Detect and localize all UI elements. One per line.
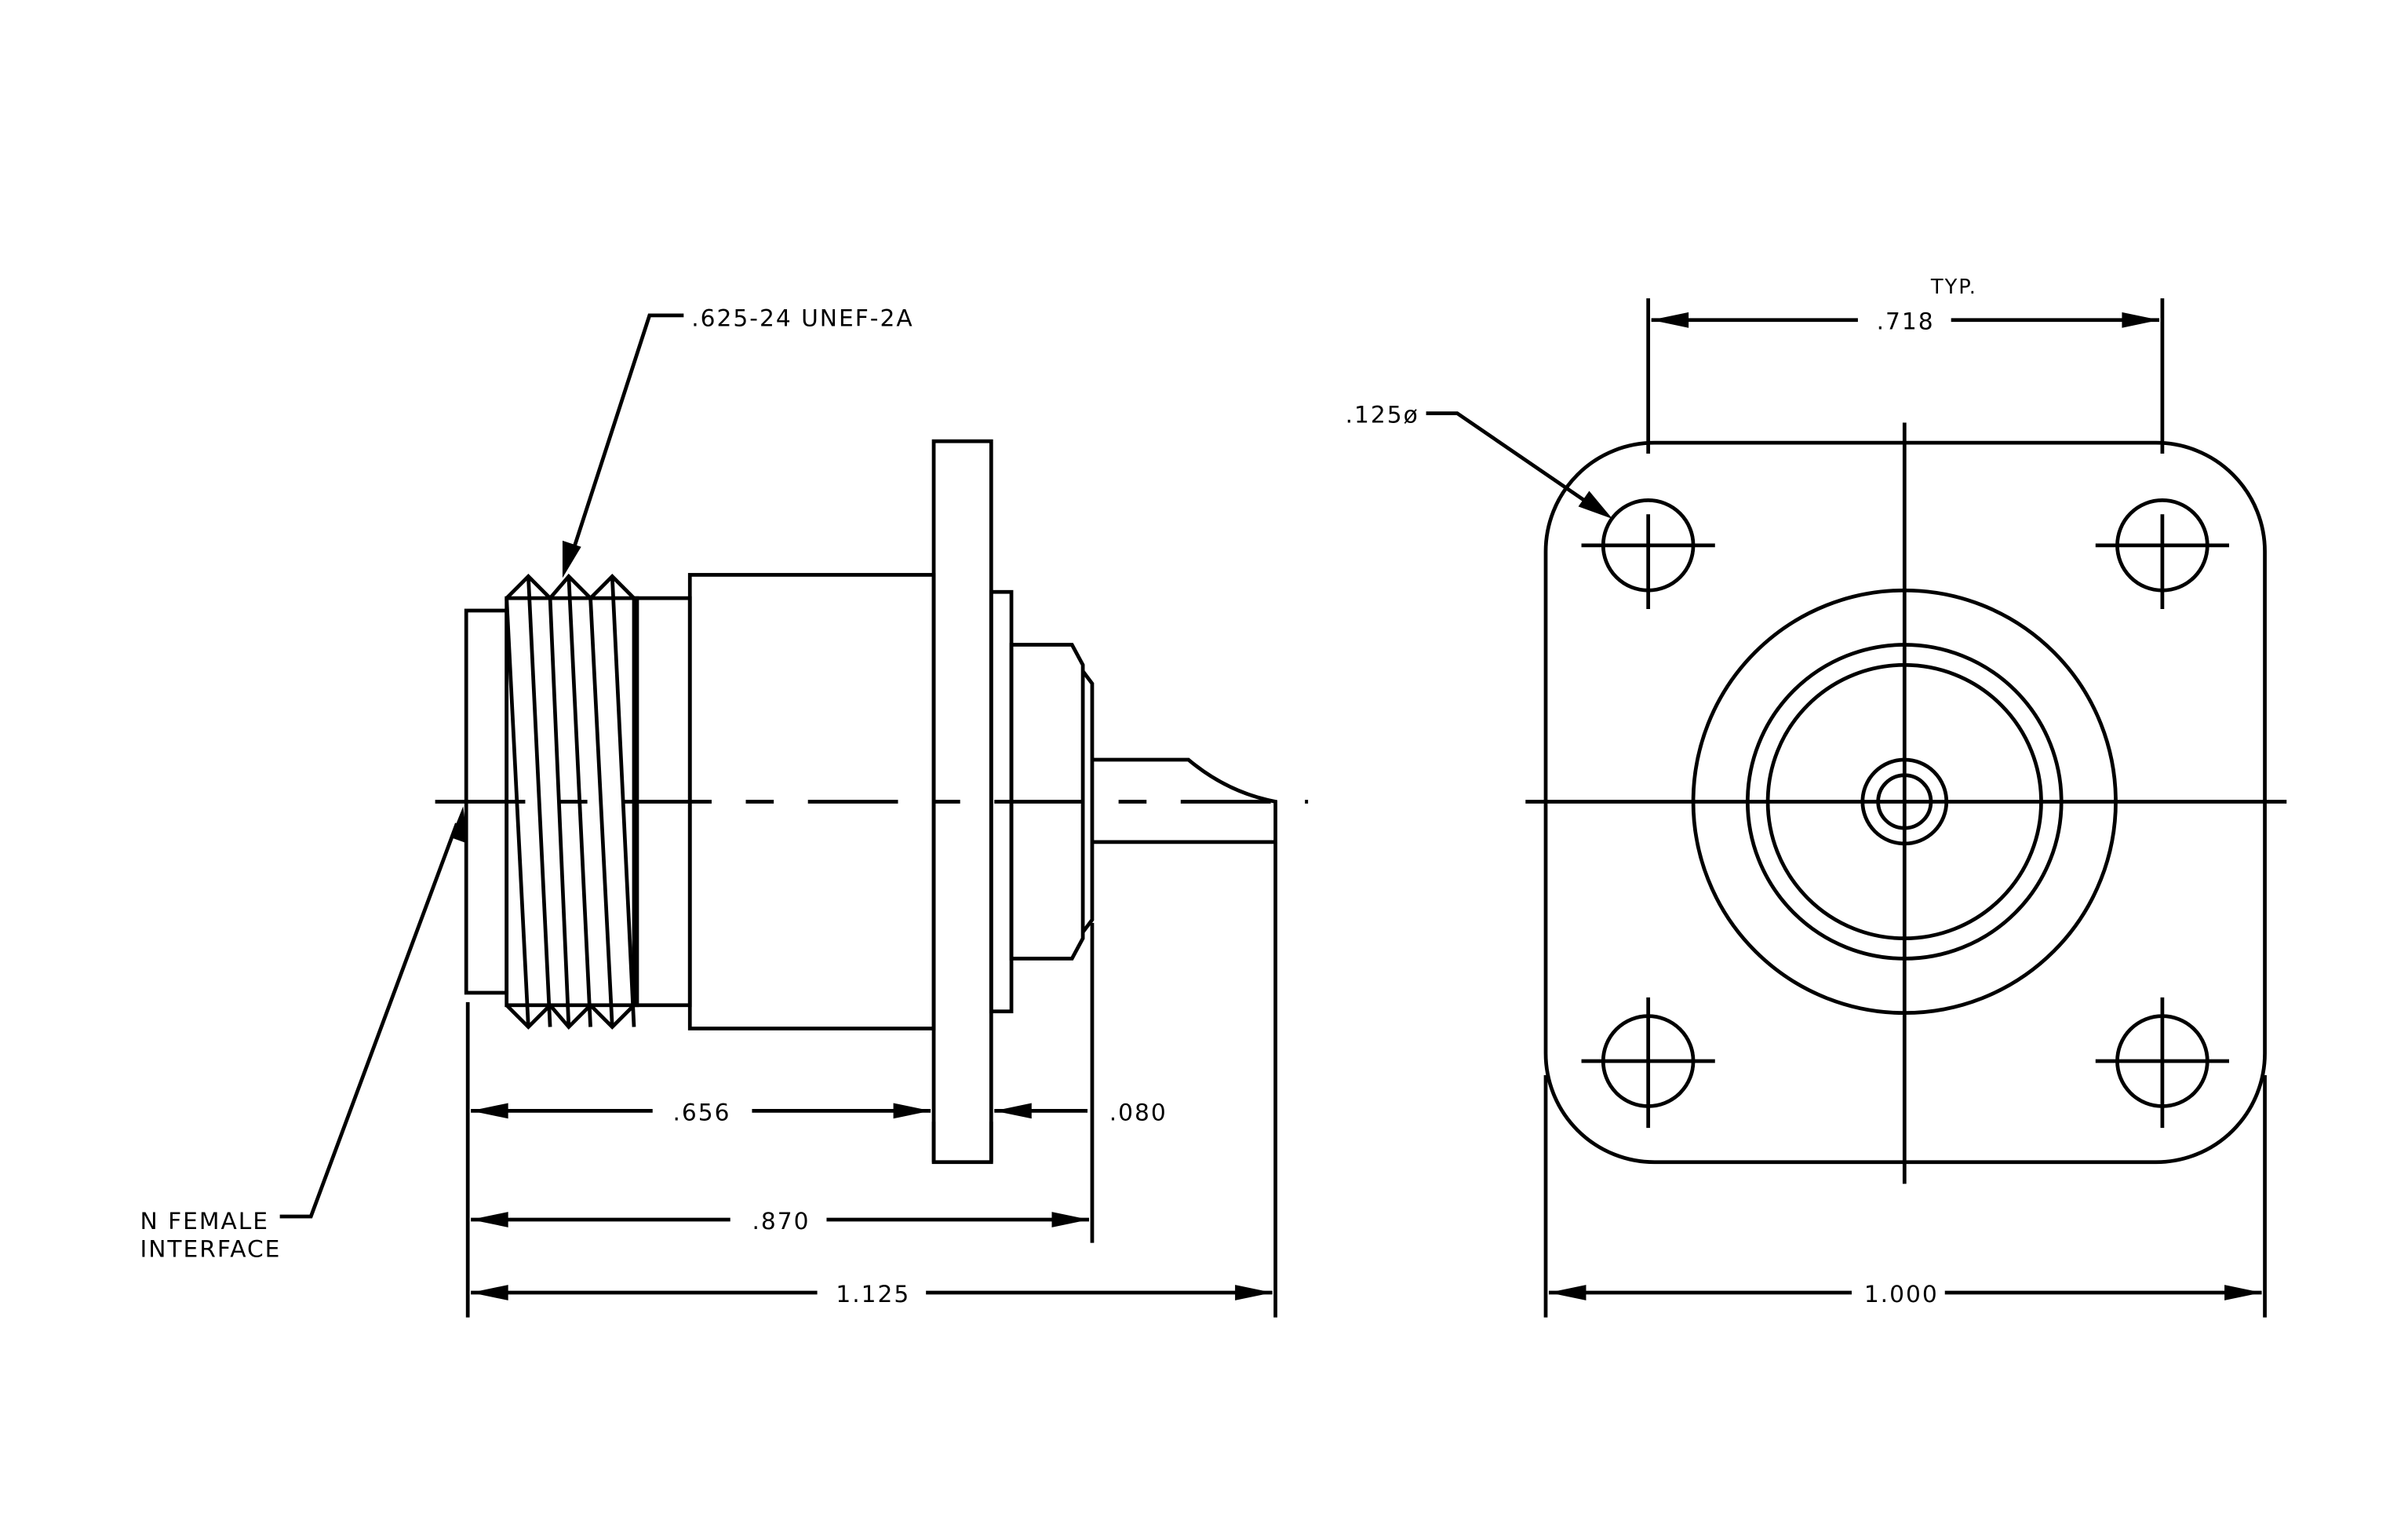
solder-cup-pin <box>1091 757 1277 844</box>
mounting-hole-tl <box>1581 498 1715 609</box>
interface-label-line1: N FEMALE <box>140 1208 269 1235</box>
dim-870-label: .870 <box>752 1208 810 1235</box>
typ-label: TYP. <box>1930 275 1977 299</box>
rear-nut <box>1009 643 1085 961</box>
dim-080-label: .080 <box>1109 1099 1168 1126</box>
hole-spacing-label: .718 <box>1877 308 1935 336</box>
mounting-hole-br <box>2095 997 2230 1129</box>
side-view <box>279 313 1309 1318</box>
hole-dia-label: .125ø <box>1346 401 1419 429</box>
mounting-hole-tr <box>2095 498 2230 609</box>
interface-label-line2: INTERFACE <box>140 1235 281 1263</box>
front-view <box>1426 298 2287 1318</box>
mounting-hole-bl <box>1581 997 1715 1129</box>
thread-label: .625-24 UNEF-2A <box>691 305 913 333</box>
dim-656-label: .656 <box>672 1099 730 1126</box>
dim-1000-label: 1.000 <box>1864 1281 1939 1308</box>
dim-1125-label: 1.125 <box>836 1281 910 1308</box>
